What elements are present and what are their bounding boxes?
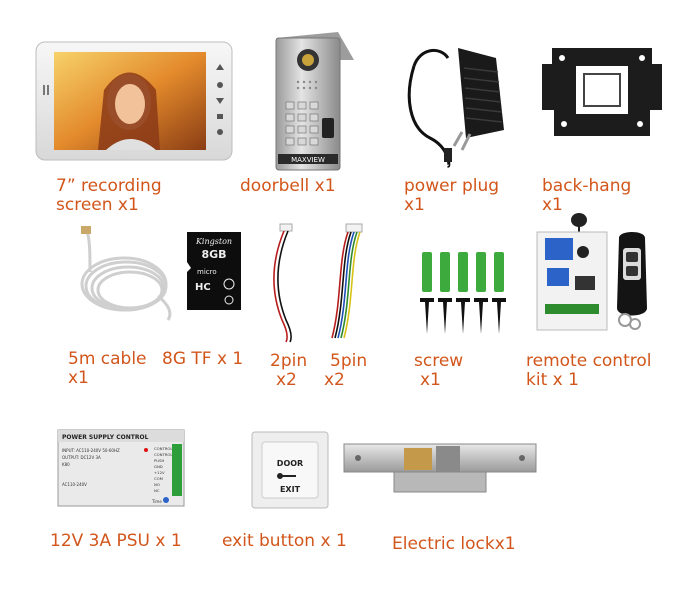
electric-lock-image (342, 440, 538, 496)
exit-button-label: exit button x 1 (222, 531, 347, 551)
electric-lock-label: Electric lockx1 (392, 534, 516, 554)
psu-label: 12V 3A PSU x 1 (50, 531, 182, 551)
psu-ac-text: AC110-240V (62, 482, 87, 487)
exit-door-text: DOOR (277, 459, 303, 468)
pin5-label-2: x2 (324, 370, 345, 390)
cable-label-1: 5m cable (68, 349, 147, 369)
power-plug-label-1: power plug (404, 176, 500, 196)
psu-terminal-label: NO (154, 482, 160, 487)
recording-screen-image (34, 40, 234, 165)
tf-card-label: 8G TF x 1 (162, 349, 244, 369)
psu-output-text: OUTPUT: DC12V 3A (62, 455, 101, 460)
psu-terminal-label: CONTROL (154, 446, 173, 451)
pin2-label-1: 2pin (270, 351, 308, 371)
pin2-wire-image (262, 220, 312, 345)
screw-label-2: x1 (420, 370, 441, 390)
back-hang-label-1: back-hang (542, 176, 632, 196)
psu-terminal-label: COM (154, 476, 163, 481)
psu-time-text: Time (151, 499, 162, 504)
psu-terminal-label: PUSH (154, 458, 164, 463)
psu-terminal-label: GND (154, 464, 163, 469)
pin5-label-1: 5pin (330, 351, 368, 371)
doorbell-image: MAXVIEW (268, 30, 358, 172)
back-hang-label-2: x1 (542, 195, 563, 215)
recording-screen-label-2: screen x1 (56, 195, 139, 215)
screw-image (410, 248, 510, 338)
remote-label-1: remote control (526, 351, 652, 371)
recording-screen-label-1: 7” recording (56, 176, 162, 196)
back-hang-image (538, 44, 666, 140)
power-plug-label-2: x1 (404, 195, 425, 215)
power-plug-image (400, 38, 515, 168)
psu-model-text: K80 (62, 462, 70, 467)
psu-input-text: INPUT: AC110-240V 50-60HZ (62, 448, 120, 453)
sd-class-text: HC (195, 282, 211, 293)
cable-image (76, 222, 176, 322)
doorbell-brand-text: MAXVIEW (291, 156, 325, 164)
sd-type-text: micro (197, 268, 217, 276)
psu-terminal-label: NC (154, 488, 160, 493)
cable-label-2: x1 (68, 368, 89, 388)
pin5-wire-image (322, 220, 372, 345)
screw-label-1: screw (414, 351, 464, 371)
psu-title-text: POWER SUPPLY CONTROL (62, 434, 149, 441)
sd-brand-text: Kingston (195, 237, 232, 246)
psu-terminal-label: CONTROL (154, 452, 173, 457)
remote-label-2: kit x 1 (526, 370, 579, 390)
exit-exit-text: EXIT (280, 485, 301, 494)
psu-image: POWER SUPPLY CONTROL INPUT: AC110-240V 5… (56, 428, 186, 508)
exit-button-image: DOOR EXIT (250, 430, 330, 510)
pin2-label-2: x2 (276, 370, 297, 390)
sd-capacity-text: 8GB (201, 248, 226, 261)
doorbell-label: doorbell x1 (240, 176, 336, 196)
remote-kit-image (535, 208, 675, 333)
tf-card-image: Kingston 8GB micro HC (185, 230, 243, 312)
psu-terminal-label: +12V (154, 470, 165, 475)
